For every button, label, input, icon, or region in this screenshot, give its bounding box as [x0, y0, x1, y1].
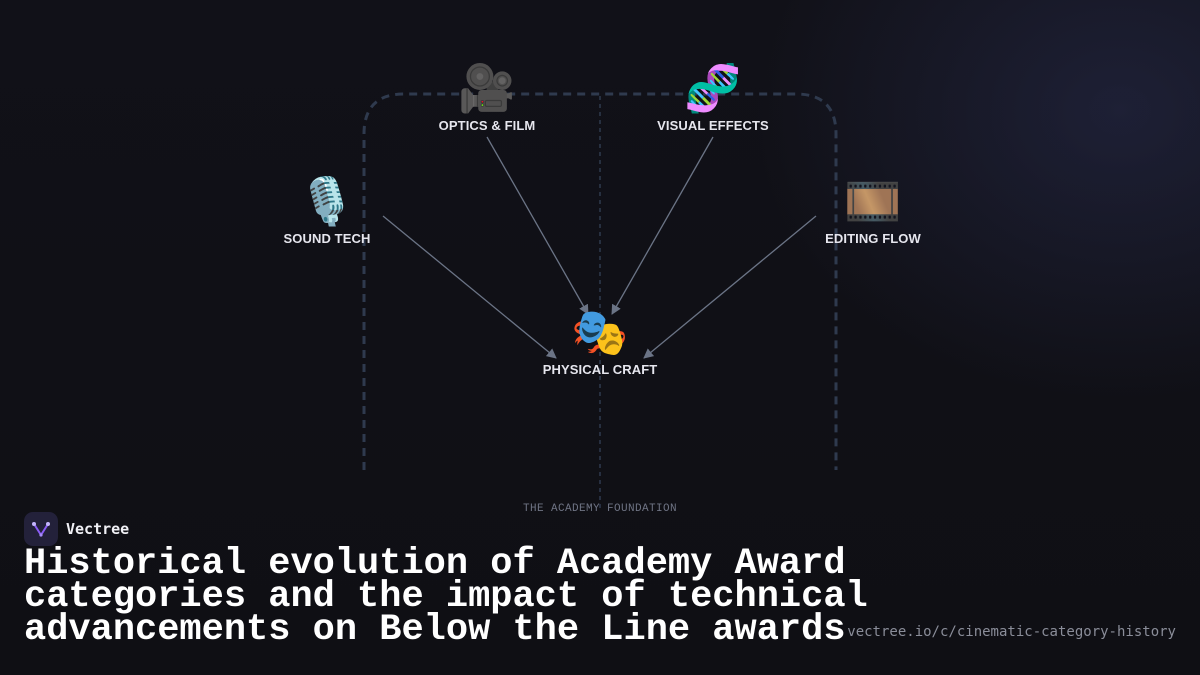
node-editing-flow: 🎞️ EDITING FLOW	[783, 173, 963, 246]
edge-optics-to-craft	[486, 136, 589, 315]
node-label: VISUAL EFFECTS	[657, 118, 769, 133]
node-label: PHYSICAL CRAFT	[542, 362, 658, 377]
foundation-arch	[362, 92, 838, 470]
theater-masks-icon: 🎭	[571, 306, 629, 358]
edge-sound-to-craft	[382, 215, 557, 359]
edge-vfx-to-craft	[611, 136, 714, 315]
brand[interactable]: Vectree	[24, 512, 129, 546]
node-label: EDITING FLOW	[825, 231, 921, 246]
dna-icon: 🧬	[684, 62, 742, 114]
node-label: OPTICS & FILM	[438, 118, 536, 133]
node-visual-effects: 🧬 VISUAL EFFECTS	[623, 60, 803, 133]
edge-editing-to-craft	[643, 215, 817, 359]
page-title: Historical evolution of Academy Award ca…	[24, 543, 868, 651]
node-label: SOUND TECH	[283, 231, 371, 246]
foundation-label: THE ACADEMY FOUNDATION	[522, 503, 678, 515]
microphone-icon: 🎙️	[298, 175, 356, 227]
node-physical-craft: 🎭 PHYSICAL CRAFT	[510, 304, 690, 377]
camera-icon: 🎥	[458, 62, 516, 114]
source-url[interactable]: vectree.io/c/cinematic-category-history	[847, 624, 1176, 640]
node-optics-film: 🎥 OPTICS & FILM	[397, 60, 577, 133]
film-frames-icon: 🎞️	[844, 175, 902, 227]
brand-name: Vectree	[66, 520, 130, 538]
node-sound-tech: 🎙️ SOUND TECH	[237, 173, 417, 246]
vectree-logo-icon	[24, 512, 58, 546]
